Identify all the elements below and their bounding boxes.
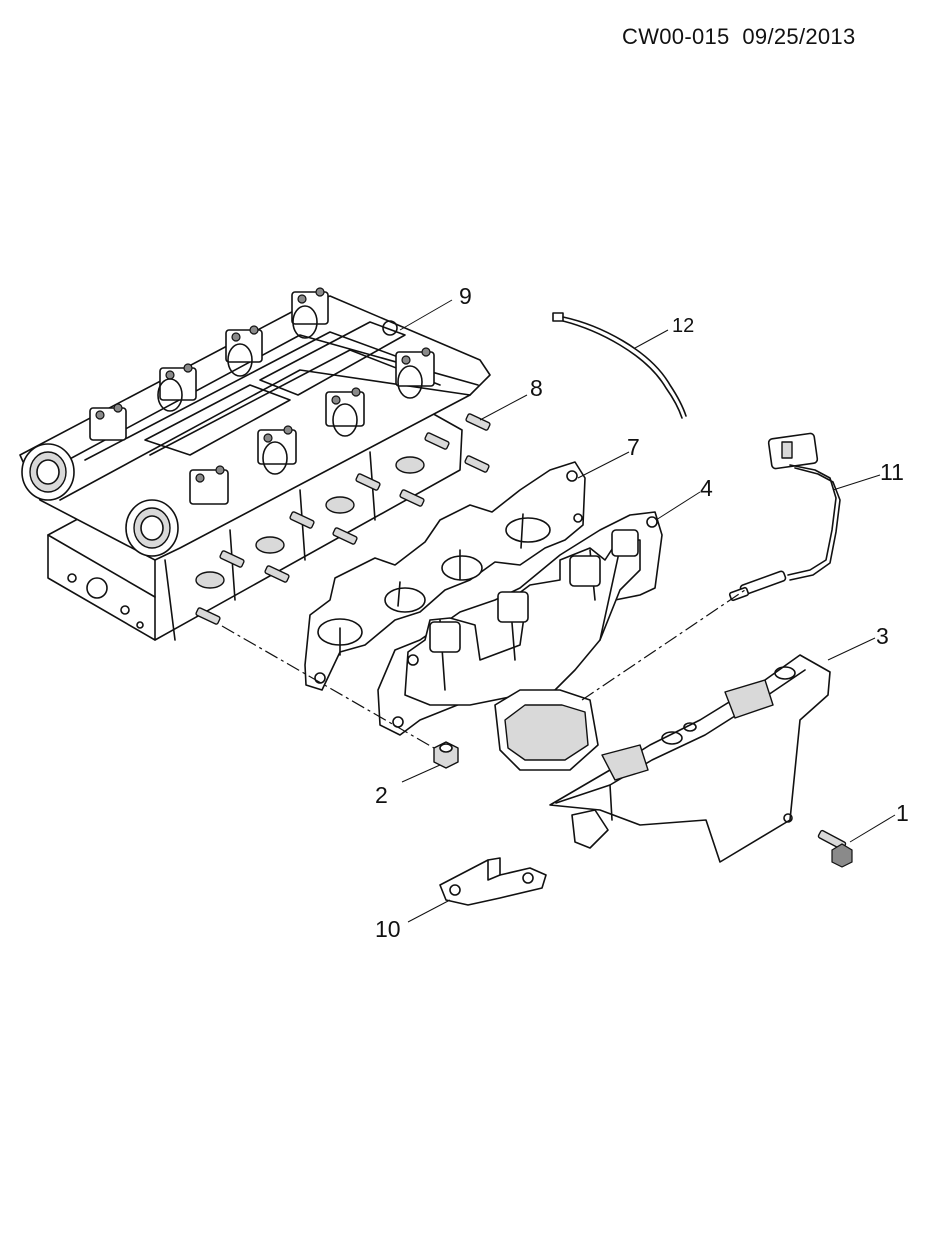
callout-10: 10 (375, 916, 401, 942)
heat-shield-bolt (817, 829, 853, 868)
exhaust-manifold-gasket (304, 461, 586, 691)
diagram-header: CW00-015 09/25/2013 (622, 24, 856, 50)
diagram-date: 09/25/2013 (742, 24, 856, 49)
exhaust-manifold (377, 511, 663, 771)
leader-lines (399, 299, 896, 923)
callout-7: 7 (627, 434, 640, 460)
heat-shield (549, 654, 831, 863)
callout-2: 2 (375, 782, 388, 808)
callout-11: 11 (880, 459, 904, 485)
diagram-code: CW00-015 (622, 24, 730, 49)
callout-1: 1 (896, 800, 909, 826)
assembly-center-lines (221, 589, 746, 749)
manifold-nut (433, 741, 459, 769)
manifold-studs (195, 413, 491, 625)
tie-strap (552, 312, 687, 419)
callout-3: 3 (876, 623, 889, 649)
oxygen-sensor (728, 432, 841, 602)
bracket (439, 857, 547, 906)
callout-12: 12 (672, 315, 695, 337)
cylinder-head (19, 287, 491, 641)
callout-9: 9 (459, 283, 472, 309)
callout-4: 4 (700, 475, 713, 501)
callout-8: 8 (530, 375, 543, 401)
